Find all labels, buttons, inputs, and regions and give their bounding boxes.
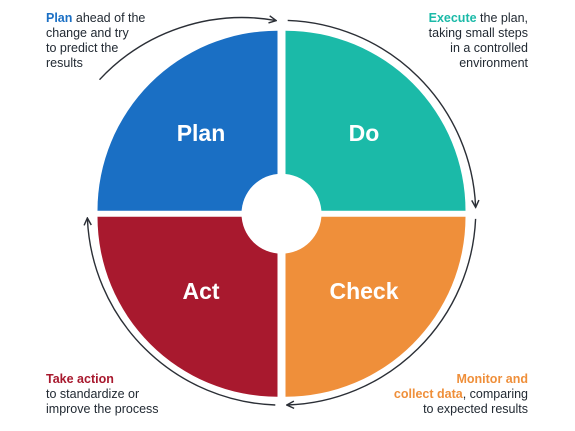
act-quadrant	[97, 216, 278, 397]
plan-description: Plan ahead of the change and try to pred…	[46, 11, 145, 71]
cycle-arrow-do-to-check	[287, 19, 476, 206]
plan-label: Plan	[177, 120, 226, 146]
cycle-arrow-plan-to-do	[98, 18, 276, 81]
plan-keyword: Plan	[46, 11, 73, 25]
act-description-line-2: to standardize or	[46, 387, 140, 401]
plan-description-line-4: results	[46, 56, 83, 70]
do-description-text-1: the plan,	[476, 11, 528, 25]
plan-quadrant	[97, 30, 278, 211]
check-description-text-2: , comparing	[462, 387, 528, 401]
do-description-line-1: Execute the plan,	[429, 11, 528, 26]
do-description-line-3: in a controlled	[450, 41, 528, 55]
check-keyword-1: Monitor and	[456, 372, 528, 386]
check-description-line-2: collect data, comparing	[394, 387, 528, 402]
do-description-line-2: taking small steps	[428, 26, 528, 40]
check-keyword-2: collect data	[393, 387, 463, 401]
check-label: Check	[329, 278, 398, 304]
plan-description-line-3: to predict the	[46, 41, 119, 55]
check-quadrant	[285, 216, 466, 397]
act-description: Take action to standardize or improve th…	[46, 372, 159, 417]
center-circle	[241, 173, 322, 254]
plan-description-line-2: change and try	[46, 26, 129, 40]
act-label: Act	[182, 278, 219, 304]
check-description-line-3: to expected results	[423, 402, 528, 416]
do-description-line-4: environment	[459, 56, 528, 70]
act-description-line-3: improve the process	[46, 402, 159, 416]
plan-description-text-1: ahead of the	[72, 11, 146, 25]
act-description-line-1: Take action	[46, 372, 159, 387]
do-label: Do	[349, 120, 380, 146]
act-keyword: Take action	[46, 372, 114, 386]
cycle-arrow-check-to-act	[288, 218, 477, 405]
do-quadrant	[285, 30, 466, 211]
check-description: Monitor and collect data, comparing to e…	[394, 372, 528, 417]
check-description-line-1: Monitor and	[394, 372, 528, 387]
cycle-arrow-act-to-plan	[87, 219, 276, 406]
do-keyword: Execute	[428, 11, 477, 25]
do-description: Execute the plan, taking small steps in …	[429, 11, 528, 71]
plan-description-line-1: Plan ahead of the	[46, 11, 145, 26]
